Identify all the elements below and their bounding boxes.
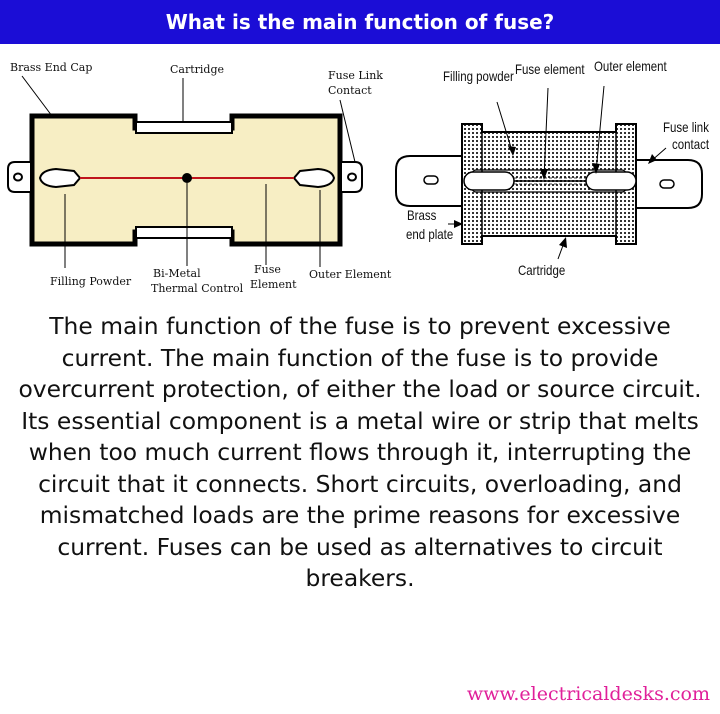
left-fuse-diagram xyxy=(7,75,363,268)
right-tab-hole-right xyxy=(659,179,675,189)
label-fuse-link-contact-1: Fuse Link xyxy=(328,69,383,82)
left-tab-hole-left xyxy=(13,172,23,182)
label-fuse-link-right-1: Fuse link xyxy=(663,119,709,135)
main-description: The main function of the fuse is to prev… xyxy=(18,312,702,592)
right-contact-right xyxy=(585,171,637,191)
left-bimetal-dot xyxy=(182,173,192,183)
left-tab-hole-right xyxy=(347,172,357,182)
label-fuse-element-2: Element xyxy=(250,278,297,291)
left-cartridge-bottom xyxy=(135,226,233,239)
label-fuse-link-right-2: contact xyxy=(672,136,710,152)
label-brass-end-cap: Brass End Cap xyxy=(10,61,93,74)
right-contact-left xyxy=(463,171,515,191)
label-fuse-element-right: Fuse element xyxy=(515,61,585,77)
fuse-diagrams: Brass End Cap Cartridge Fuse Link Contac… xyxy=(0,44,720,304)
label-outer-element: Outer Element xyxy=(309,268,392,281)
left-cartridge-top xyxy=(135,121,233,134)
label-outer-element-right: Outer element xyxy=(594,58,667,74)
label-fuse-element-1: Fuse xyxy=(254,263,281,276)
left-contact-right xyxy=(292,167,336,189)
label-bimetal-1: Bi-Metal xyxy=(153,267,201,280)
label-bimetal-2: Thermal Control xyxy=(151,282,244,295)
label-filling-powder-right: Filling powder xyxy=(443,68,514,84)
label-brass-2: end plate xyxy=(406,226,454,242)
label-cartridge: Cartridge xyxy=(170,63,225,76)
label-brass-1: Brass xyxy=(407,207,437,223)
left-contact-left xyxy=(38,167,82,189)
page-title: What is the main function of fuse? xyxy=(165,10,555,34)
title-banner: What is the main function of fuse? xyxy=(0,0,720,44)
label-fuse-link-contact-2: Contact xyxy=(328,84,372,97)
right-fuse-diagram xyxy=(395,85,703,260)
label-filling-powder: Filling Powder xyxy=(50,275,132,288)
label-cartridge-right: Cartridge xyxy=(518,262,566,278)
right-tab-hole-left xyxy=(423,175,439,185)
website-url[interactable]: www.electricaldesks.com xyxy=(466,683,710,705)
